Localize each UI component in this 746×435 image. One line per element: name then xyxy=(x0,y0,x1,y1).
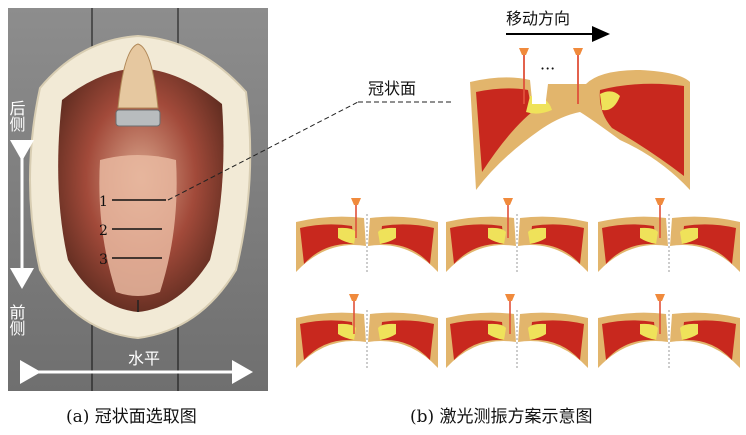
ellipsis-dots: ··· xyxy=(540,59,555,78)
plane-label: 冠状面 xyxy=(368,79,416,98)
section-label-3: 3 xyxy=(99,252,108,268)
small-section-r1-c2 xyxy=(446,198,588,274)
metal-band xyxy=(116,110,160,126)
small-section-r2-c3 xyxy=(598,294,740,370)
caption-a: (a) 冠状面选取图 xyxy=(66,402,197,427)
label-front: 前侧 xyxy=(7,304,26,337)
section-label-1: 1 xyxy=(99,194,108,210)
small-section-r2-c1 xyxy=(296,294,438,370)
photo-panel: 1 2 3 后侧 前侧 水平 xyxy=(7,8,269,391)
small-section-r1-c1 xyxy=(296,198,438,274)
small-section-r1-c3 xyxy=(598,198,740,274)
section-label-2: 2 xyxy=(99,223,108,239)
small-section-r2-c2 xyxy=(446,294,588,370)
label-horizontal: 水平 xyxy=(128,349,160,368)
caption-b: (b) 激光测振方案示意图 xyxy=(410,402,593,427)
direction-label: 移动方向 xyxy=(506,9,570,28)
large-cross-section xyxy=(470,70,690,190)
laser-scheme-panel: 移动方向 ··· xyxy=(296,9,740,370)
label-back: 后侧 xyxy=(7,100,26,133)
